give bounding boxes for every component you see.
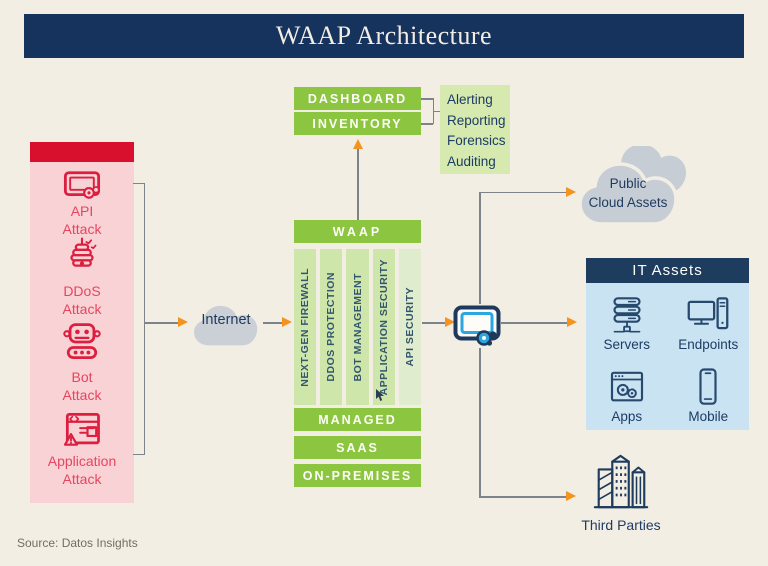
endpoints-icon <box>687 297 729 330</box>
attack-label-application: Application Attack <box>47 453 117 488</box>
waap-modules-row: NEXT-GEN FIREWALL DDOS PROTECTION BOT MA… <box>294 249 422 405</box>
attacks-to-internet-arrowhead <box>178 317 188 327</box>
module-next-gen-firewall: NEXT-GEN FIREWALL <box>294 249 317 405</box>
inventory-box: INVENTORY <box>294 112 421 135</box>
dashboard-box: DASHBOARD <box>294 87 421 110</box>
application-attack-icon <box>63 413 100 446</box>
waap-header-box: WAAP <box>294 220 421 243</box>
hub-to-it-assets-line <box>501 322 568 324</box>
it-assets-header: IT Assets <box>586 258 749 283</box>
hub-to-it-assets-arrowhead <box>567 317 577 327</box>
third-parties-buildings-icon <box>593 454 649 509</box>
public-cloud-icon <box>578 144 686 226</box>
deployment-saas-box: SAAS <box>294 436 421 459</box>
servers-icon <box>613 297 641 333</box>
attack-label-api: API Attack <box>62 203 102 238</box>
it-asset-mobile: Mobile <box>668 359 750 431</box>
cloud-icon <box>194 305 258 346</box>
bot-attack-icon <box>63 323 101 359</box>
hub-to-cloud-arrowhead <box>566 186 576 197</box>
apps-icon <box>610 371 643 402</box>
capabilities-box: Alerting Reporting Forensics Auditing <box>440 85 510 174</box>
it-asset-apps: Apps <box>586 359 668 431</box>
bracket-stub-bottom <box>133 453 144 455</box>
public-cloud-assets: Public Cloud Assets <box>576 144 704 234</box>
module-bot-management: BOT MANAGEMENT <box>346 249 369 405</box>
module-application-security: APPLICATION SECURITY <box>372 249 395 405</box>
ddos-attack-icon <box>70 237 97 267</box>
module-ddos-protection: DDOS PROTECTION <box>320 249 343 405</box>
attack-item-bot <box>30 320 134 369</box>
attack-item-api <box>30 164 134 211</box>
attack-panel: API Attack DDoS Attack <box>30 142 134 503</box>
api-attack-icon <box>63 171 101 199</box>
inventory-connector-line <box>421 123 433 125</box>
hub-up-line <box>479 192 481 304</box>
page-title: WAAP Architecture <box>275 21 493 50</box>
deployment-on-premises-box: ON-PREMISES <box>294 464 421 487</box>
waap-gateway-icon <box>453 305 501 346</box>
it-assets-panel: IT Assets Servers <box>586 258 749 430</box>
title-bar: WAAP Architecture <box>24 14 744 58</box>
source-note: Source: Datos Insights <box>17 536 138 550</box>
capability-auditing: Auditing <box>447 153 496 169</box>
internet-to-waap-arrowhead <box>282 317 292 327</box>
capability-alerting: Alerting <box>447 92 493 107</box>
attack-label-bot: Bot Attack <box>62 369 102 404</box>
mouse-cursor-icon <box>376 389 384 401</box>
internet-to-waap-line <box>263 322 283 324</box>
attack-label-ddos: DDoS Attack <box>62 283 102 318</box>
it-asset-servers: Servers <box>586 287 668 359</box>
capabilities-connector-line <box>433 110 440 112</box>
bracket-vertical-line <box>143 182 145 455</box>
capability-forensics: Forensics <box>447 133 506 148</box>
internet-label: Internet <box>201 312 251 328</box>
capability-reporting: Reporting <box>447 112 506 128</box>
attack-panel-header-strip <box>30 142 134 162</box>
attack-item-application <box>30 408 134 457</box>
waap-to-hub-line <box>422 322 446 324</box>
waap-to-inventory-line <box>357 149 359 220</box>
attacks-to-internet-line <box>144 322 179 324</box>
waap-to-hub-arrowhead <box>445 317 455 327</box>
internet-cloud: Internet <box>186 294 266 348</box>
it-asset-endpoints: Endpoints <box>668 287 750 359</box>
hub-to-third-parties-arrowhead <box>566 491 576 501</box>
mobile-icon <box>699 368 717 405</box>
hub-to-cloud-line <box>479 191 567 193</box>
module-api-security: API SECURITY <box>398 249 422 405</box>
bracket-stub-top <box>133 182 144 184</box>
it-assets-grid: Servers Endpoints <box>586 283 749 431</box>
deployment-managed-box: MANAGED <box>294 408 421 431</box>
waap-to-inventory-arrowhead <box>352 139 363 149</box>
dashboard-connector-line <box>421 98 433 100</box>
attack-item-ddos <box>30 234 134 283</box>
hub-down-line <box>479 348 481 497</box>
public-cloud-label: Public Cloud Assets <box>588 176 668 210</box>
third-parties-label: Third Parties <box>581 517 661 533</box>
hub-to-third-parties-line <box>479 496 567 498</box>
